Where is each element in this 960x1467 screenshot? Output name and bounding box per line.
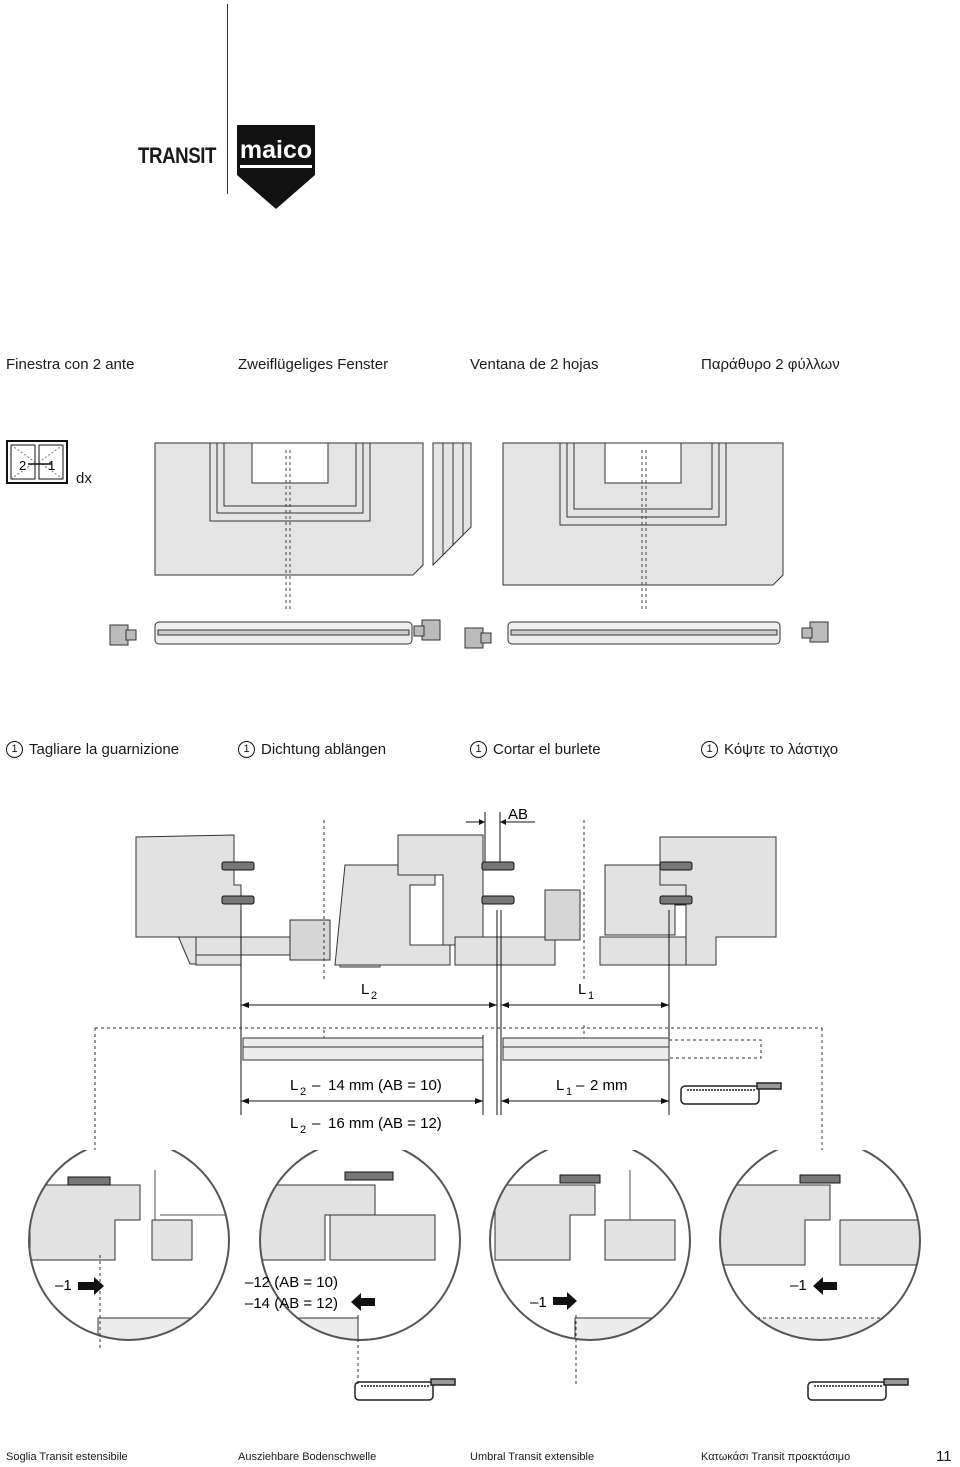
detail-4-label: –1	[790, 1277, 807, 1294]
cross-section-diagram: AB	[94, 806, 823, 1150]
l2-cut-b-rest: 16 mm (AB = 12)	[328, 1115, 442, 1132]
window-left-number: 2	[19, 458, 26, 473]
step-number-badge: 1	[238, 741, 255, 758]
arrow-left-icon	[351, 1293, 375, 1311]
step-text-es: Cortar el burlete	[493, 741, 601, 758]
brand-transit: TRANSIT	[138, 143, 217, 168]
arrow-right-icon	[78, 1277, 104, 1295]
window-right-number: 1	[48, 458, 55, 473]
left-sash-stack	[154, 442, 472, 576]
step-text-it: Tagliare la guarnizione	[29, 741, 180, 758]
title-de: Zweiflügeliges Fenster	[238, 356, 389, 373]
step-number-badge: 1	[470, 741, 487, 758]
title-es: Ventana de 2 hojas	[470, 356, 599, 373]
step-text-de: Dichtung ablängen	[261, 741, 387, 758]
l2-cut-a-rest: 14 mm (AB = 10)	[328, 1077, 442, 1094]
title-el: Παράθυρο 2 φύλλων	[701, 356, 840, 373]
frame-profiles	[135, 834, 777, 968]
arrow-left-icon	[813, 1277, 837, 1295]
l1-cut-rest: 2 mm	[590, 1077, 628, 1094]
threshold-bars	[154, 621, 781, 645]
header-rule	[227, 4, 228, 194]
footer-el: Κατωκάσι Transit προεκτάσιμο	[701, 1451, 851, 1463]
l2-cut-a-minus: –	[312, 1077, 321, 1094]
step-de: 1 Dichtung ablängen	[238, 741, 386, 758]
title-it: Finestra con 2 ante	[6, 356, 135, 373]
detail-circle-1	[29, 1150, 229, 1340]
step-es: 1 Cortar el burlete	[470, 741, 601, 758]
gasket-marks	[221, 861, 693, 905]
footer-de: Ausziehbare Bodenschwelle	[238, 1451, 377, 1463]
end-caps	[109, 619, 829, 649]
l2-label: L	[361, 981, 369, 998]
l2-cut-a-sub: 2	[300, 1086, 306, 1098]
l1-label: L	[578, 981, 586, 998]
step-el: 1 Κόψτε το λάστιχο	[701, 741, 838, 758]
l1-cut-sub: 1	[566, 1086, 572, 1098]
detail-circle-4	[720, 1150, 920, 1340]
hacksaw-icon	[354, 1378, 456, 1401]
detail-3-label: –1	[530, 1294, 547, 1311]
detail-circle-2	[260, 1150, 460, 1340]
detail-2-line1: –12 (AB = 10)	[245, 1274, 338, 1291]
step-number-badge: 1	[701, 741, 718, 758]
l2-cut-a-L: L	[290, 1077, 298, 1094]
l2-cut-b-L: L	[290, 1115, 298, 1132]
step-it: 1 Tagliare la guarnizione	[6, 741, 179, 758]
ab-label: AB	[508, 806, 528, 823]
detail-circle-3	[490, 1150, 690, 1340]
step-text-el: Κόψτε το λάστιχο	[724, 741, 839, 758]
arrow-right-icon	[553, 1292, 577, 1310]
side-label: dx	[76, 470, 92, 487]
detail-views: –1 –12 (AB = 10) –14 (AB = 12) –1 –1	[28, 1150, 921, 1401]
hacksaw-icon	[807, 1378, 909, 1401]
two-leaf-window-icon: 2 1	[6, 440, 68, 484]
window-sashes-illustration	[109, 442, 829, 649]
l1-subscript: 1	[588, 990, 594, 1002]
hacksaw-icon	[680, 1082, 782, 1105]
threshold-sections	[242, 1037, 762, 1061]
footer-es: Umbral Transit extensible	[470, 1451, 595, 1463]
page-number: 11	[936, 1448, 952, 1465]
l1-cut-L: L	[556, 1077, 564, 1094]
l2-cut-b-minus: –	[312, 1115, 321, 1132]
l1-cut-minus: –	[576, 1077, 585, 1094]
logo-text: maico	[240, 136, 312, 164]
maico-logo: maico	[237, 125, 315, 209]
step-number-badge: 1	[6, 741, 23, 758]
detail-2-line2: –14 (AB = 12)	[245, 1295, 338, 1312]
l2-subscript: 2	[371, 990, 377, 1002]
detail-1-label: –1	[55, 1277, 72, 1294]
right-sash	[502, 442, 784, 586]
footer-it: Soglia Transit estensibile	[6, 1451, 128, 1463]
l2-cut-b-sub: 2	[300, 1124, 306, 1136]
